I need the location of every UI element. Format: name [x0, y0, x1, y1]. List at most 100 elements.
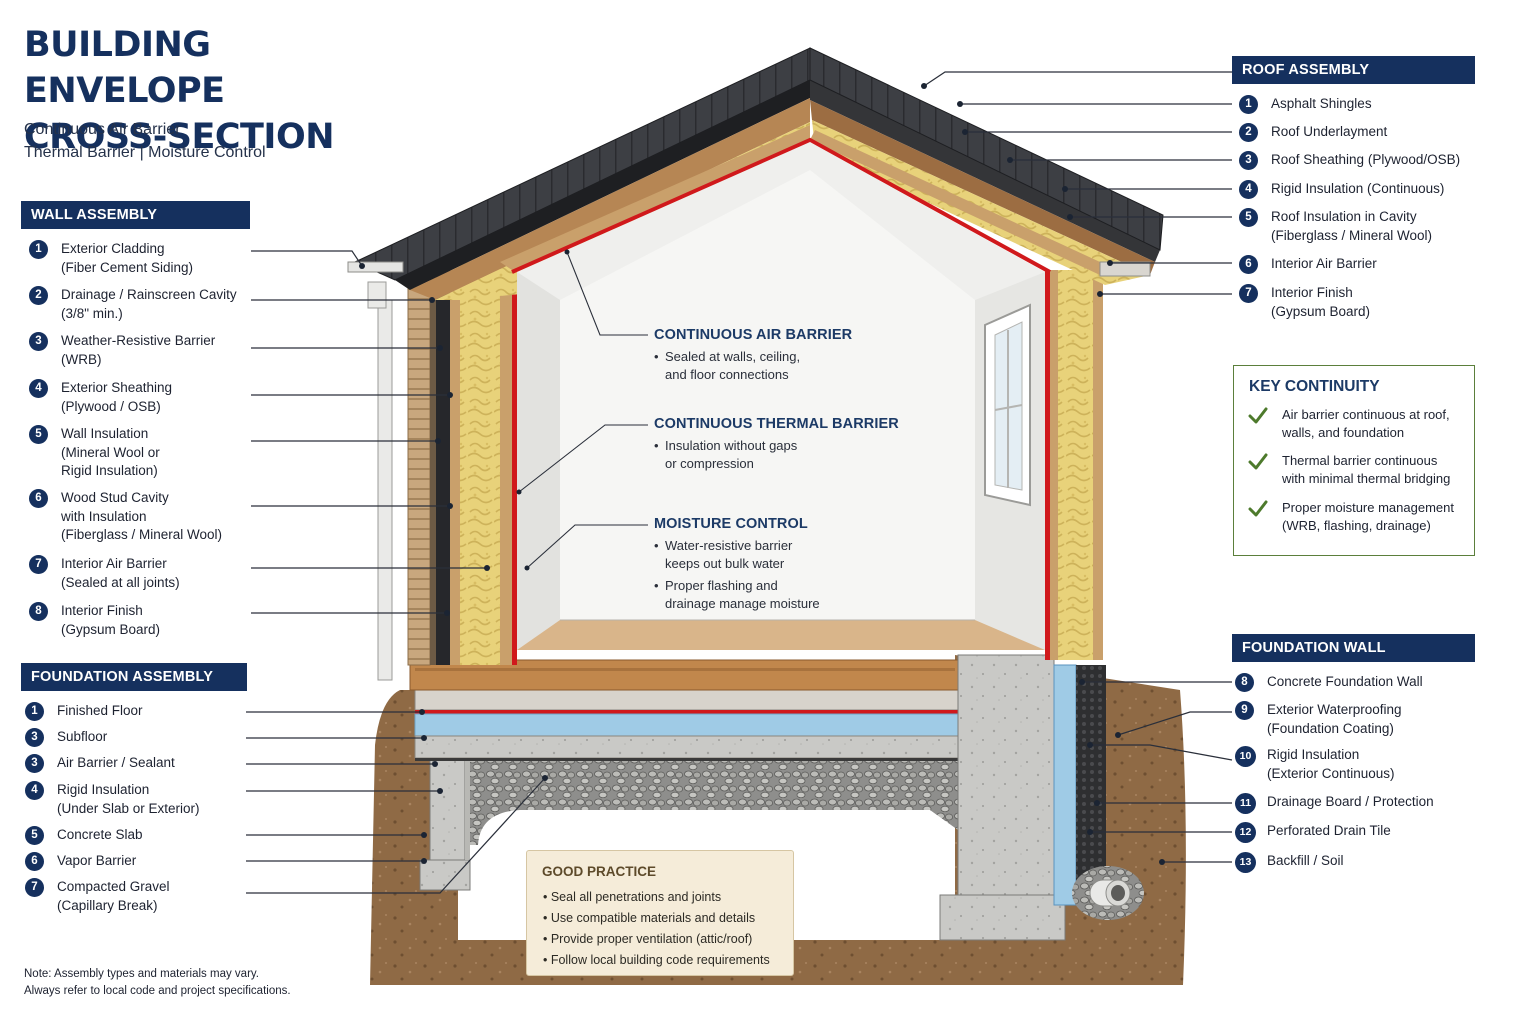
number-badge: 8	[1235, 673, 1254, 692]
number-badge: 5	[29, 425, 48, 444]
wall-assembly-item-text: Drainage / Rainscreen Cavity (3/8" min.)	[61, 286, 237, 323]
thermal-barrier-callout: CONTINUOUS THERMAL BARRIER •Insulation w…	[654, 416, 899, 473]
bullet-icon: •	[654, 438, 659, 453]
foundation-wall-item-text: Rigid Insulation(Exterior Continuous)	[1267, 746, 1395, 783]
moisture-control-callout-title: MOISTURE CONTROL	[654, 516, 808, 532]
roof-assembly-item-text: Roof Underlayment	[1271, 123, 1387, 142]
roof-assembly-item-line: Interior Air Barrier	[1271, 256, 1377, 271]
good-practice-item: • Seal all penetrations and joints	[543, 890, 722, 904]
wall-assembly-item-line: Wood Stud Cavity	[61, 490, 169, 505]
foundation-assembly-item-line: Rigid Insulation	[57, 782, 150, 797]
foundation-assembly-item: 7 Compacted Gravel(Capillary Break)	[25, 878, 170, 915]
good-practice-item: • Use compatible materials and details	[543, 911, 756, 925]
key-continuity-item: Air barrier continuous at roof,walls, an…	[1248, 406, 1450, 442]
number-badge: 3	[29, 332, 48, 351]
wall-assembly-item-line: Drainage / Rainscreen Cavity	[61, 287, 237, 302]
foundation-assembly-item-line: Compacted Gravel	[57, 879, 170, 894]
roof-assembly-item-text: Interior Finish(Gypsum Board)	[1271, 284, 1370, 321]
roof-assembly-item-line: Roof Insulation in Cavity	[1271, 209, 1417, 224]
number-badge: 3	[25, 754, 44, 773]
number-badge: 7	[25, 878, 44, 897]
checkmark-icon	[1248, 407, 1268, 424]
number-badge: 5	[25, 826, 44, 845]
foundation-assembly-item-text: Finished Floor	[57, 702, 143, 721]
roof-assembly-item-line: Rigid Insulation (Continuous)	[1271, 181, 1445, 196]
page-title: BUILDING ENVELOPE CROSS-SECTION	[24, 22, 364, 160]
number-badge: 6	[29, 489, 48, 508]
wall-assembly-item-text: Weather-Resistive Barrier(WRB)	[61, 332, 215, 369]
roof-assembly-header: ROOF ASSEMBLY	[1232, 56, 1475, 84]
wall-assembly-item-text: Interior Air Barrier(Sealed at all joint…	[61, 555, 180, 592]
wall-assembly-item-text: Exterior Sheathing(Plywood / OSB)	[61, 379, 172, 416]
number-badge: 1	[1239, 95, 1258, 114]
number-badge: 3	[1239, 151, 1258, 170]
number-badge: 6	[25, 852, 44, 871]
good-practice-title: GOOD PRACTICE	[542, 864, 657, 879]
foundation-wall-item-text: Drainage Board / Protection	[1267, 793, 1434, 812]
foundation-wall-header: FOUNDATION WALL	[1232, 634, 1475, 662]
roof-assembly-item-line: Roof Sheathing (Plywood/OSB)	[1271, 152, 1461, 167]
foundation-assembly-item-line: Concrete Slab	[57, 827, 143, 842]
wall-assembly-item-line: (Mineral Wool or	[61, 444, 160, 460]
key-continuity-item: Proper moisture management(WRB, flashing…	[1248, 499, 1454, 535]
foundation-assembly-item-text: Air Barrier / Sealant	[57, 754, 175, 773]
foundation-assembly-item-text: Compacted Gravel(Capillary Break)	[57, 878, 170, 915]
wall-assembly-item-text: Exterior Cladding(Fiber Cement Siding)	[61, 240, 193, 277]
number-badge: 5	[1239, 208, 1258, 227]
subtitle-line-1: Continuous Air Barrier	[24, 121, 181, 138]
roof-assembly-item-line: Asphalt Shingles	[1271, 96, 1372, 111]
air-barrier-callout-title: CONTINUOUS AIR BARRIER	[654, 327, 853, 343]
number-badge: 10	[1235, 746, 1256, 767]
footnote: Note: Assembly types and materials may v…	[24, 966, 291, 1000]
foundation-wall-item: 10 Rigid Insulation(Exterior Continuous)	[1235, 746, 1395, 783]
number-badge: 2	[1239, 123, 1258, 142]
wall-assembly-item-line: (3/8" min.)	[61, 305, 123, 321]
footnote-line-1: Note: Assembly types and materials may v…	[24, 968, 259, 980]
good-practice-item: • Follow local building code requirement…	[543, 953, 770, 967]
foundation-assembly-item: 3 Air Barrier / Sealant	[25, 754, 175, 773]
number-badge: 4	[29, 379, 48, 398]
air-barrier-callout: CONTINUOUS AIR BARRIER •Sealed at walls,…	[654, 327, 852, 384]
wall-assembly-item-line: Interior Air Barrier	[61, 556, 167, 571]
foundation-assembly-item-line: Subfloor	[57, 729, 108, 744]
title-line-2: CROSS-SECTION	[24, 117, 335, 157]
number-badge: 12	[1235, 822, 1256, 843]
number-badge: 4	[25, 781, 44, 800]
foundation-wall-item-line: Drainage Board / Protection	[1267, 794, 1434, 809]
foundation-assembly-header: FOUNDATION ASSEMBLY	[21, 663, 247, 691]
wall-assembly-item-line: Exterior Cladding	[61, 241, 165, 256]
number-badge: 1	[29, 240, 48, 259]
wall-assembly-item-text: Interior Finish (Gypsum Board)	[61, 602, 160, 639]
checkmark-icon	[1248, 500, 1268, 517]
number-badge: 9	[1235, 701, 1254, 720]
foundation-wall-item-text: Concrete Foundation Wall	[1267, 673, 1423, 692]
foundation-wall-item-line: (Foundation Coating)	[1267, 720, 1394, 736]
wall-assembly-item-line: (Gypsum Board)	[61, 621, 161, 637]
foundation-wall-item: 8 Concrete Foundation Wall	[1235, 673, 1423, 692]
roof-assembly-item-line: (Fiberglass / Mineral Wool)	[1271, 227, 1433, 243]
wall-assembly-item-line: Interior Finish	[61, 603, 143, 618]
wall-assembly-item: 3 Weather-Resistive Barrier(WRB)	[29, 332, 215, 369]
wall-assembly-item-line: Rigid Insulation)	[61, 463, 158, 478]
callout-bullet: •Sealed at walls, ceiling,and floor conn…	[654, 349, 801, 382]
roof-assembly-item: 1 Asphalt Shingles	[1239, 95, 1372, 114]
key-continuity-item-text: Air barrier continuous at roof,walls, an…	[1282, 407, 1450, 440]
wall-assembly-header: WALL ASSEMBLY	[21, 201, 250, 229]
foundation-wall-item-text: Backfill / Soil	[1267, 852, 1344, 871]
foundation-wall-item-line: Concrete Foundation Wall	[1267, 674, 1423, 689]
